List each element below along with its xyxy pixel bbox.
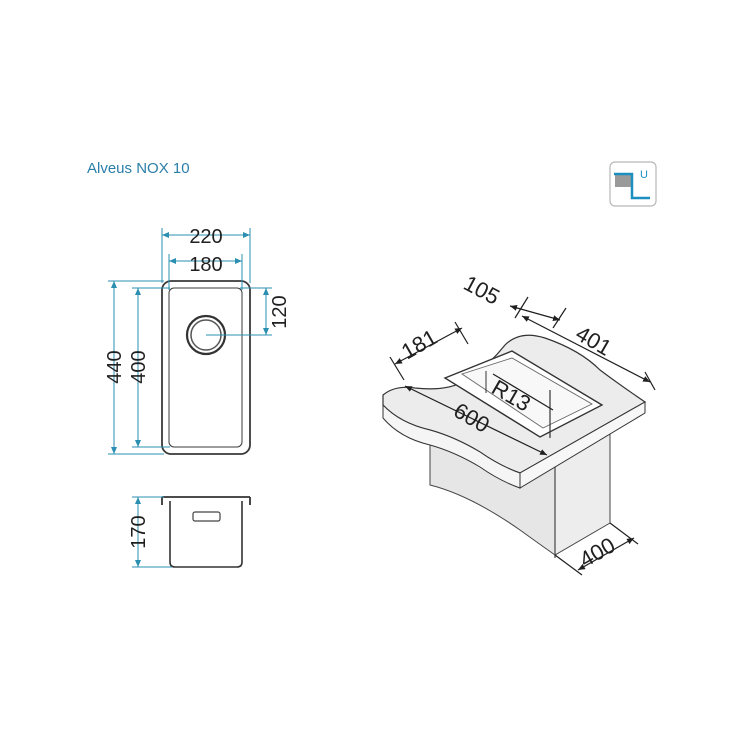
iso-view: R13 105 181 401 600 400 (382, 270, 656, 576)
dim-depth: 170 (128, 515, 150, 548)
dim-length-outer: 440 (104, 350, 126, 383)
sink-bowl-outline (168, 287, 243, 448)
product-title: Alveus NOX 10 (87, 160, 190, 177)
front-view: 220 180 440 400 120 (104, 226, 291, 455)
side-view: 170 (128, 496, 251, 568)
dim-width-outer: 220 (189, 226, 222, 248)
undermount-install-icon: U (609, 161, 657, 207)
countertop-side-edge (519, 401, 646, 489)
sink-outer-rim (161, 280, 251, 455)
icon-letter: U (640, 169, 648, 181)
overflow-slot (192, 511, 221, 522)
dim-width-inner: 180 (189, 254, 222, 276)
dim-drain-offset: 120 (269, 295, 291, 328)
bowl-profile (169, 501, 243, 568)
dim-181: 181 (397, 324, 441, 364)
dim-length-inner: 400 (128, 350, 150, 383)
dim-105: 105 (460, 270, 504, 309)
